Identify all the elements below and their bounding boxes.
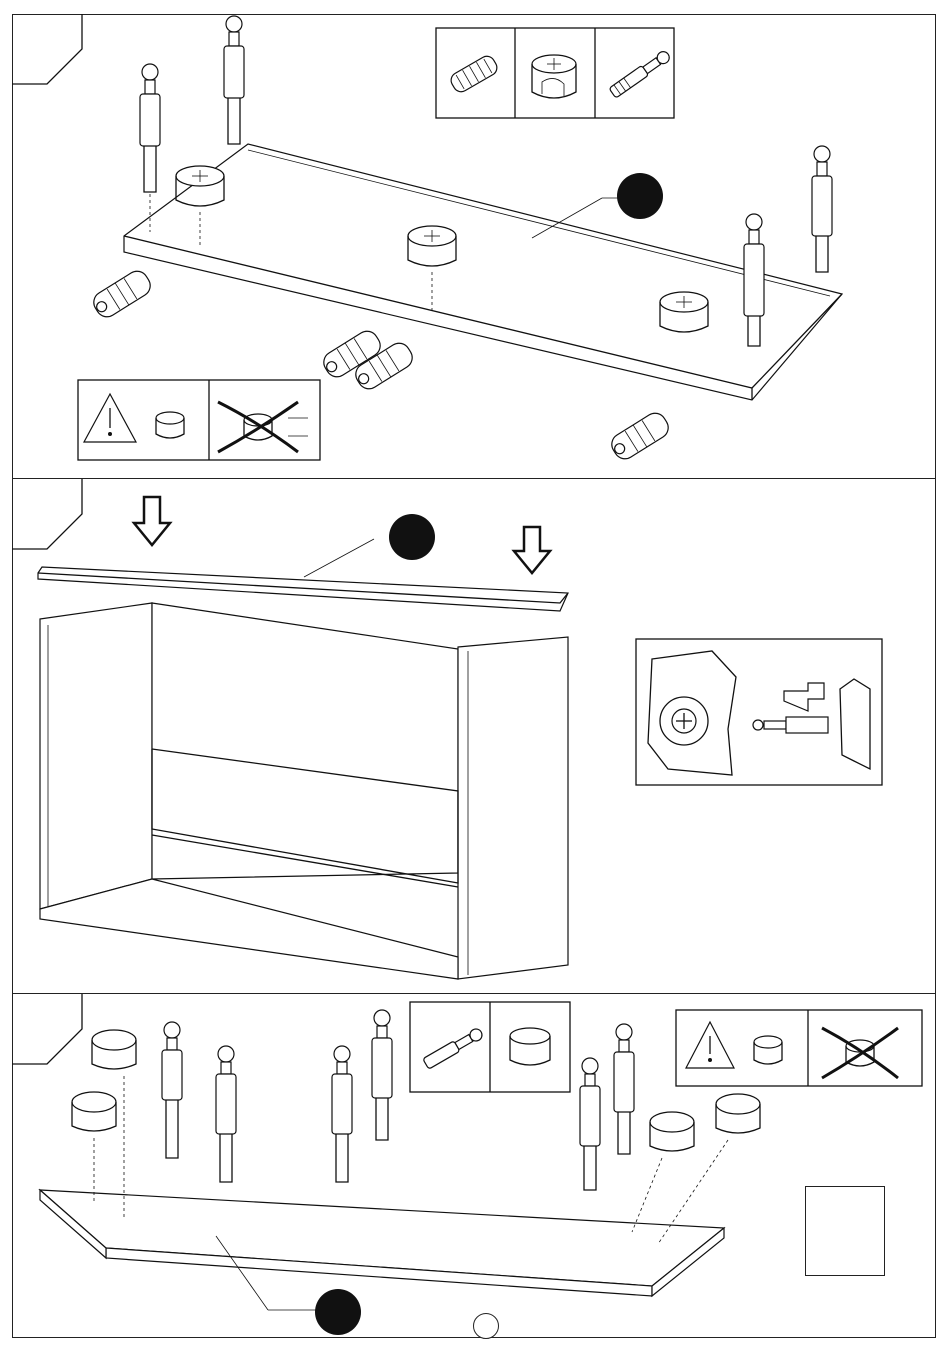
part-callout-1 xyxy=(617,173,663,219)
cam-bolt-left-1 xyxy=(162,1022,182,1158)
cam-lock-right-1 xyxy=(632,1112,694,1232)
warning-box xyxy=(78,380,320,460)
step-1-panel xyxy=(12,14,936,478)
step-2-panel xyxy=(12,478,936,993)
cam-bolt-1 xyxy=(140,64,160,232)
cam-bolt-middle-1 xyxy=(332,1046,352,1182)
cam-lock-left-1 xyxy=(92,1030,136,1220)
step-2-tab xyxy=(12,479,82,549)
step-2-illustration xyxy=(12,479,936,994)
dowel-right xyxy=(608,409,673,463)
cam-lock-correct-icon xyxy=(156,412,184,438)
arrow-left-icon xyxy=(784,683,824,711)
cam-bolt-middle-2 xyxy=(372,1010,392,1140)
page-number xyxy=(473,1313,499,1339)
cabinet-body xyxy=(40,603,568,979)
warning-triangle-icon xyxy=(686,1022,734,1068)
hardware-legend-box-2 xyxy=(410,1002,570,1092)
screwdriver-rotate-icon xyxy=(660,697,708,745)
cam-bolt-right-1 xyxy=(580,1058,600,1190)
side-panel-board xyxy=(40,1190,724,1296)
cam-bolt-icon xyxy=(753,717,828,733)
cam-bolt-right-2 xyxy=(614,1024,634,1154)
step-1-illustration xyxy=(12,14,936,478)
warning-triangle-icon xyxy=(84,394,136,442)
warning-box-2 xyxy=(676,1010,922,1086)
hardware-legend-box xyxy=(436,28,674,118)
cam-lock-left-2 xyxy=(72,1092,116,1202)
cam-lock-wrong-icon xyxy=(822,1028,898,1078)
wooden-dowel-icon xyxy=(448,53,500,94)
cam-bolt-2 xyxy=(224,16,244,144)
down-arrow-right-icon xyxy=(514,527,550,573)
cam-lock-icon xyxy=(532,55,576,98)
cam-bolt-icon xyxy=(609,49,672,98)
step-3-panel xyxy=(12,993,936,1338)
top-panel-board xyxy=(38,567,568,611)
cam-bolt-left-2 xyxy=(216,1046,236,1182)
step-1-tab xyxy=(12,14,82,84)
cam-lock-correct-icon xyxy=(754,1036,782,1064)
cam-bolt-4 xyxy=(812,146,832,272)
dowel-left xyxy=(90,267,155,321)
step-3-tab xyxy=(12,994,82,1064)
cam-bolt-icon xyxy=(423,1027,484,1069)
tightening-detail xyxy=(636,639,882,785)
cam-lock-wrong-icon xyxy=(218,402,308,452)
down-arrow-left-icon xyxy=(134,497,170,545)
part-callout-2 xyxy=(389,514,435,560)
panel-board xyxy=(124,144,842,400)
step-3-illustration xyxy=(12,994,936,1339)
empty-note-box xyxy=(805,1186,885,1276)
cam-lock-icon xyxy=(510,1028,550,1065)
part-callout-3 xyxy=(315,1289,361,1335)
